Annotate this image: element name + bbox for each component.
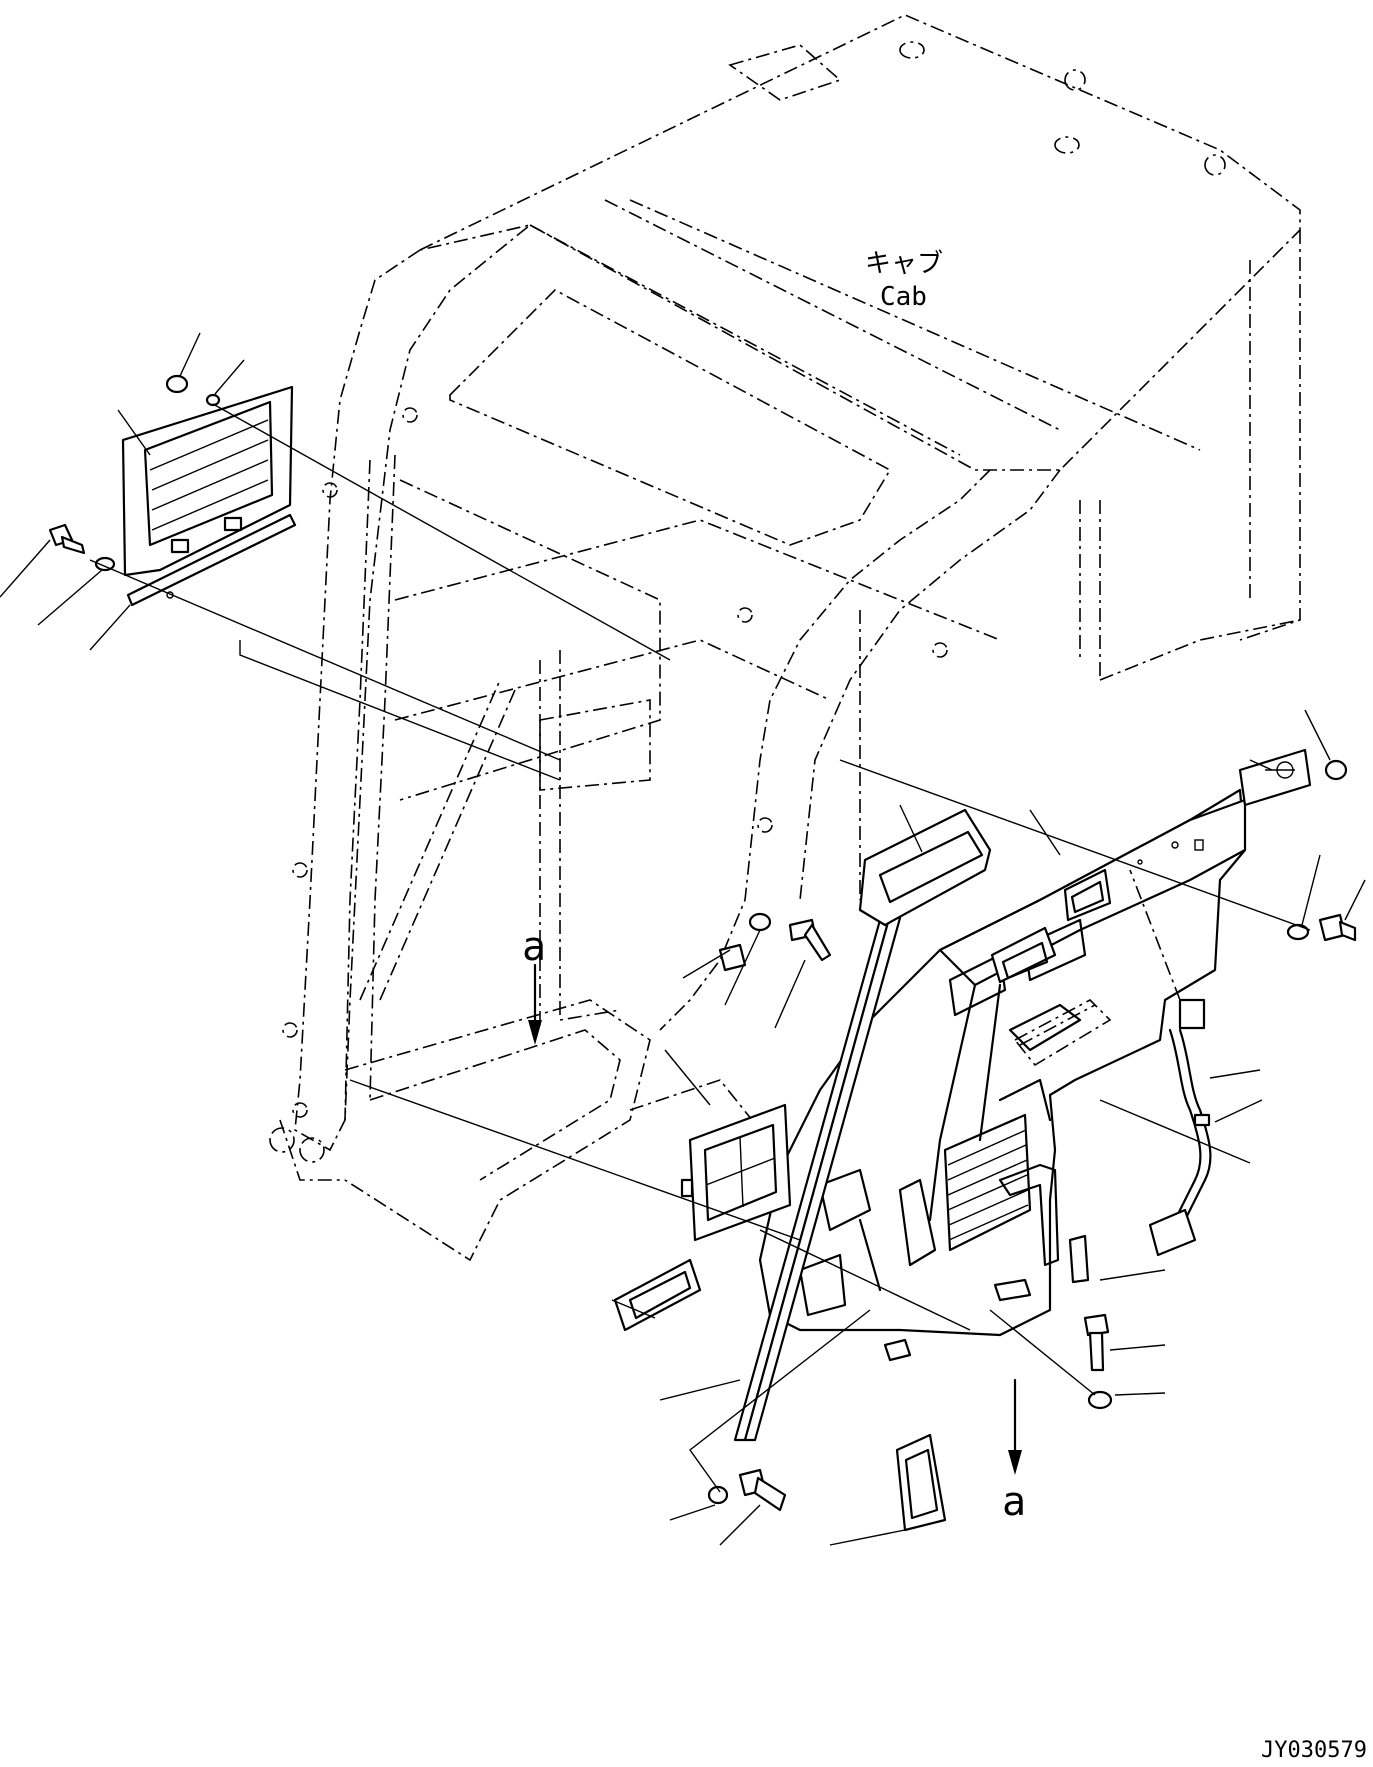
clip-top-right	[1324, 759, 1348, 781]
washer-upper	[748, 912, 772, 932]
view-label-a-top: a	[522, 924, 546, 970]
rear-side-cover-assembly	[0, 332, 671, 781]
label-strip	[1068, 1234, 1090, 1284]
cab-label-jp: キャブ	[865, 249, 943, 279]
cab-label-en: Cab	[880, 282, 927, 312]
washer-lower-left	[707, 1485, 729, 1505]
bracket-clip	[718, 943, 747, 972]
view-label-a-bottom: a	[1002, 1479, 1026, 1525]
bolt-cover	[48, 523, 86, 555]
vent-louvers	[990, 868, 1112, 984]
view-arrow-a-bottom	[1008, 1378, 1022, 1475]
rear-grille-panel	[613, 1258, 702, 1332]
side-console-cover	[758, 788, 1247, 1362]
cap-nut	[165, 374, 189, 394]
washer-cover	[94, 556, 116, 572]
bolt-right	[1318, 913, 1357, 942]
grid-filter	[680, 1103, 792, 1242]
callout-leaders	[611, 709, 1366, 1546]
drawing-number: JY030579	[1261, 1738, 1367, 1763]
washer-lower-right	[1087, 1390, 1113, 1410]
console-grille	[943, 1113, 1032, 1252]
trim-strip	[733, 913, 902, 1442]
cab-frame-outline	[269, 14, 1301, 1262]
bolt-lower-left	[738, 1468, 787, 1512]
air-filter	[858, 808, 992, 927]
nut-small	[205, 393, 221, 407]
label-plate	[1238, 748, 1312, 807]
bottom-grille-panel	[895, 1433, 947, 1532]
bolt-lower-right	[1083, 1313, 1110, 1372]
washer-right	[1286, 923, 1310, 941]
view-arrow-a-top	[528, 963, 542, 1045]
bolt-upper	[788, 918, 832, 962]
